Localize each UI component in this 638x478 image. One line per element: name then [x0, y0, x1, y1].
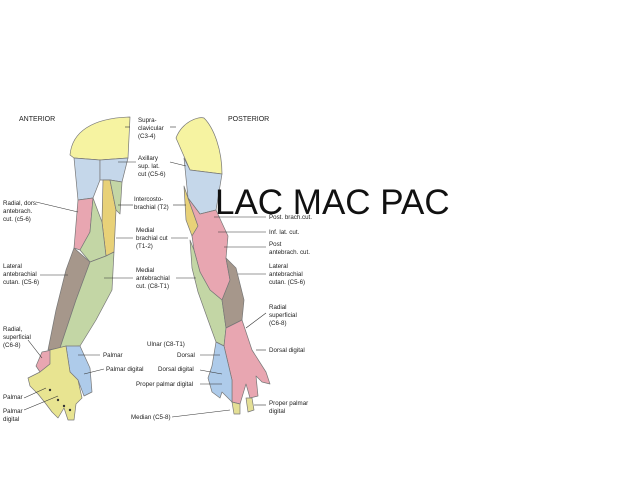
anterior-header: ANTERIOR [19, 116, 55, 123]
label-lateral-antebrachial-right: Lateral [269, 263, 288, 270]
label-median: Median (C5-8) [131, 414, 171, 421]
label-radial-superficial-left: (C6-8) [3, 342, 21, 349]
label-radial-dorsal: antebrach. [3, 208, 33, 215]
label-intercostobrachial: Intercosto- [134, 196, 163, 203]
label-palmar-mid: Palmar [103, 352, 123, 359]
anterior-median-palm-region [27, 345, 83, 421]
label-palmar-digital-left: digital [3, 416, 19, 423]
label-radial-superficial-right: superficial [269, 312, 297, 319]
label-medial-antebrachial: Medial [136, 267, 154, 274]
label-medial-brachial: (T1-2) [136, 243, 153, 250]
label-supraclavicular: Supra- [138, 117, 157, 124]
posterior-median-fingertip [231, 401, 241, 415]
label-inferior-lateral: Inf. lat. cut. [269, 229, 300, 236]
label-medial-antebrachial: antebrachial [136, 275, 170, 282]
label-medial-brachial: Medial [136, 227, 154, 234]
label-radial-dorsal: Radial, dors. [3, 200, 38, 207]
label-supraclavicular: (C3-4) [138, 133, 156, 140]
fingertip-dot [68, 408, 72, 412]
label-proper-palmar-right: digital [269, 408, 285, 415]
anterior-medial-brachial-region [109, 179, 123, 215]
fingertip-dot [62, 404, 66, 408]
posterior-supraclavicular-region [175, 117, 223, 175]
posterior-arm [175, 117, 271, 415]
label-intercostobrachial: brachial (T2) [134, 204, 169, 211]
label-dorsal-digital: Dorsal digital [158, 366, 194, 373]
label-radial-superficial-left: Radial, [3, 326, 23, 333]
label-lateral-antebrachial-right: antebrachial [269, 271, 303, 278]
label-proper-palmar-digital: Proper palmar digital [136, 381, 193, 388]
label-dorsal-digital-right: Dorsal digital [269, 347, 305, 354]
label-radial-superficial-right: Radial [269, 304, 287, 311]
label-axillary: cut (C5-6) [138, 171, 166, 178]
label-posterior-antebrachial: antebrach. cut. [269, 249, 310, 256]
label-dorsal: Dorsal [177, 352, 195, 359]
anterior-arm [27, 116, 131, 421]
label-axillary: sup. lat. [138, 163, 160, 170]
label-posterior-brachial: Post. brach.cut. [269, 214, 312, 221]
slide-title: LAC MAC PAC [215, 183, 450, 222]
label-lateral-antebrachial-left: cutan. (C5-6) [3, 279, 39, 286]
label-palmar-digital-left: Palmar [3, 408, 23, 415]
label-palmar-digital-mid: Palmar digital [106, 366, 144, 373]
label-lateral-antebrachial-right: cutan. (C5-6) [269, 279, 305, 286]
label-lateral-antebrachial-left: Lateral [3, 263, 22, 270]
label-palmar-left: Palmar [3, 394, 23, 401]
anterior-axillary-region [73, 157, 101, 201]
label-radial-superficial-right: (C6-8) [269, 320, 287, 327]
anterior-medial-antebrachial-region [59, 251, 115, 349]
label-lateral-antebrachial-left: antebrachial [3, 271, 37, 278]
anterior-supraclavicular-region [69, 116, 131, 161]
fingertip-dot [56, 398, 60, 402]
label-radial-dorsal: cut. (c5-6) [3, 216, 31, 223]
fingertip-dot [48, 388, 52, 392]
label-posterior-antebrachial: Post [269, 241, 282, 248]
leader-lines [23, 126, 267, 418]
label-medial-brachial: brachial cut [136, 235, 168, 242]
label-axillary: Axillary [138, 155, 159, 162]
label-supraclavicular: clavicular [138, 125, 164, 132]
label-medial-antebrachial: cut. (C8-T1) [136, 283, 169, 290]
label-radial-superficial-left: superficial [3, 334, 31, 341]
posterior-median-fingertip [245, 397, 255, 413]
label-ulnar: Ulnar (C8-T1) [147, 341, 185, 348]
anterior-axillary-medial-region [99, 157, 129, 183]
posterior-header: POSTERIOR [228, 116, 269, 123]
label-proper-palmar-right: Proper palmar [269, 400, 308, 407]
